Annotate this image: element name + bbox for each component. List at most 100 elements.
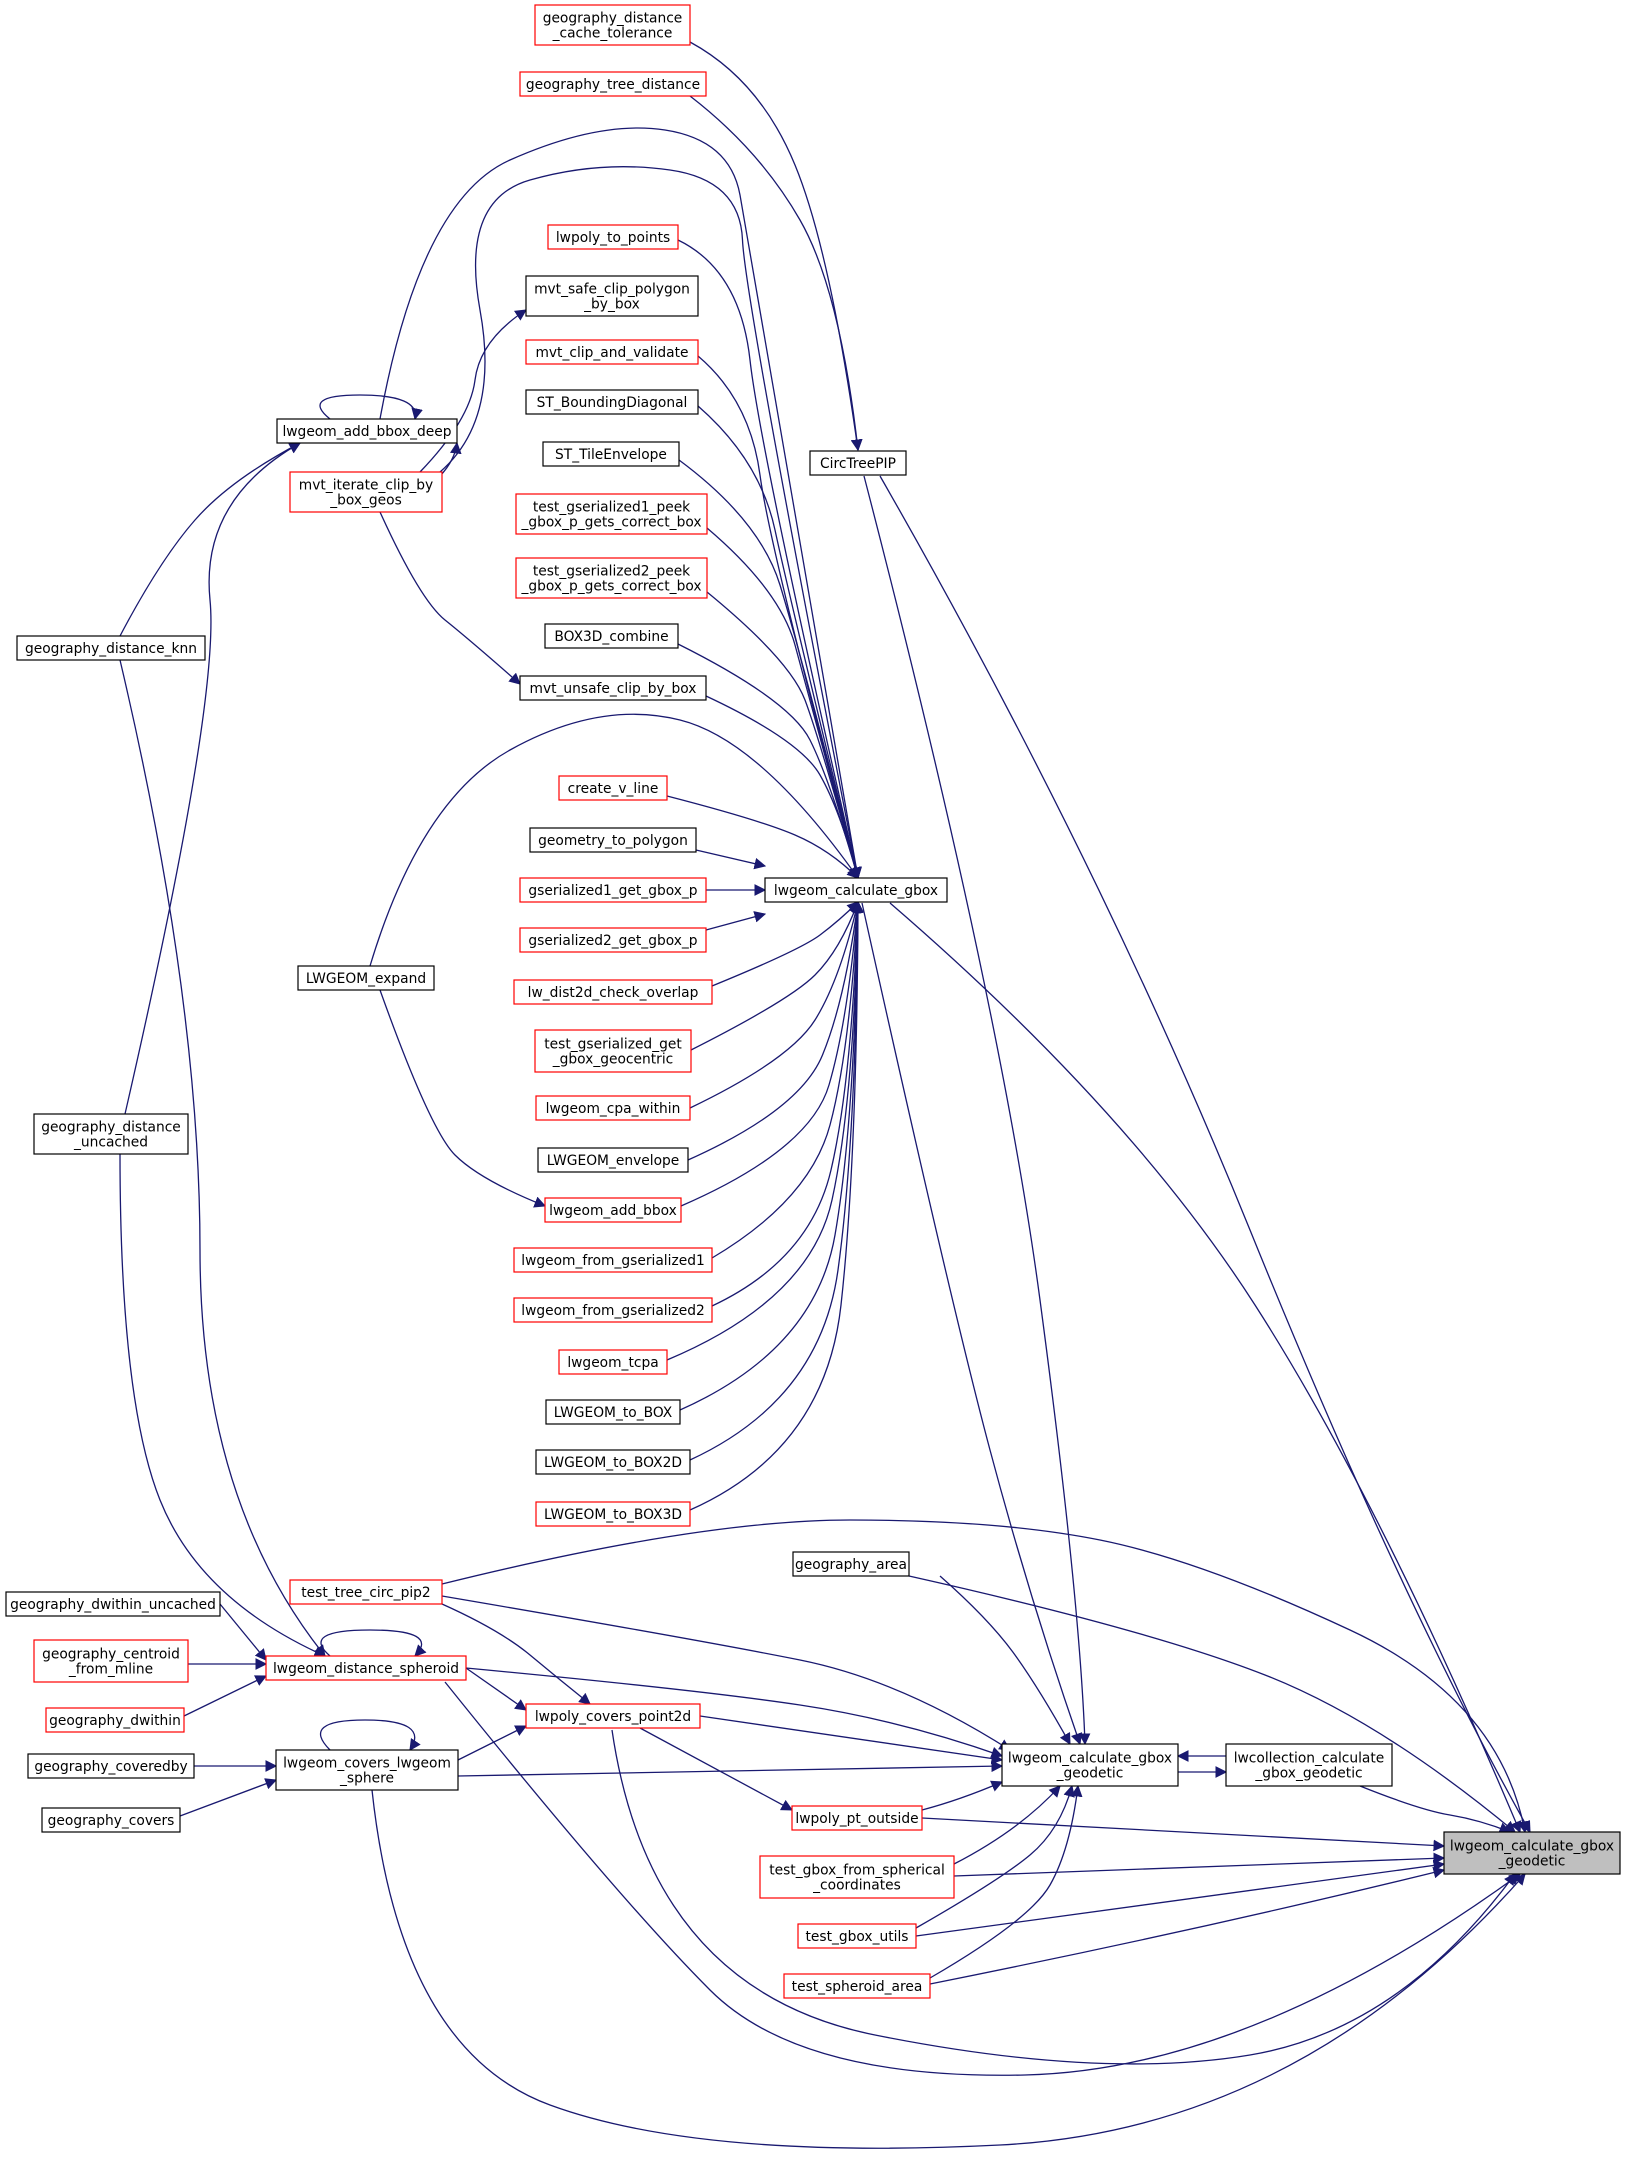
- edge-CircTreePIP-to-root: [879, 475, 1531, 1834]
- edge-lwpoly_pt_outside-to-root: [921, 1817, 1446, 1852]
- edge-lwgeom_covers_lwgeom_sphere-to-lwgeom_calculate_gbox_geodetic: [457, 1760, 1004, 1777]
- node-geometry_to_polygon[interactable]: geometry_to_polygon: [529, 827, 697, 853]
- node-label: lwpoly_pt_outside: [795, 1811, 918, 1827]
- node-box: [513, 1297, 713, 1323]
- node-lwgeom_from_gserialized2[interactable]: lwgeom_from_gserialized2: [513, 1297, 713, 1323]
- node-test_gserialized_get_gbox_geocentric[interactable]: test_gserialized_get_gbox_geocentric: [534, 1029, 692, 1073]
- node-root[interactable]: lwgeom_calculate_gbox_geodetic: [1443, 1831, 1621, 1875]
- edge-lwpoly_pt_outside-to-lwgeom_calculate_gbox_geodetic: [921, 1780, 1004, 1811]
- node-box: [33, 1639, 189, 1683]
- node-box: [525, 389, 699, 415]
- node-LWGEOM_to_BOX2D[interactable]: LWGEOM_to_BOX2D: [535, 1449, 691, 1475]
- node-label: LWGEOM_to_BOX: [554, 1405, 673, 1421]
- node-LWGEOM_envelope[interactable]: LWGEOM_envelope: [537, 1147, 689, 1173]
- node-lwgeom_distance_spheroid[interactable]: lwgeom_distance_spheroid: [265, 1655, 467, 1681]
- node-BOX3D_combine[interactable]: BOX3D_combine: [544, 623, 679, 649]
- node-box: [275, 1749, 459, 1791]
- edge-lwgeom_covers_lwgeom_sphere-to-root: [371, 1789, 1526, 2149]
- node-geography_covers[interactable]: geography_covers: [41, 1807, 181, 1833]
- node-geography_distance_cache_tolerance[interactable]: geography_distance_cache_tolerance: [534, 4, 691, 46]
- edge-lwgeom_tcpa-to-lwgeom_calculate_gbox: [666, 900, 864, 1361]
- node-box: [547, 224, 679, 250]
- node-box: [33, 1113, 189, 1155]
- node-label: _sphere: [339, 1771, 394, 1787]
- edge-mvt_iterate_clip_by_box_geos-to-lwgeom_calculate_gbox: [439, 166, 862, 880]
- node-geography_coveredby[interactable]: geography_coveredby: [27, 1753, 195, 1779]
- edge-lwgeom_from_gserialized2-to-lwgeom_calculate_gbox: [711, 900, 864, 1307]
- node-lwgeom_calculate_gbox[interactable]: lwgeom_calculate_gbox: [764, 877, 948, 903]
- node-lwpoly_covers_point2d[interactable]: lwpoly_covers_point2d: [525, 1703, 701, 1729]
- node-label: lwgeom_calculate_gbox: [774, 883, 938, 899]
- node-ST_BoundingDiagonal[interactable]: ST_BoundingDiagonal: [525, 389, 699, 415]
- node-box: [16, 635, 206, 661]
- node-box: [1443, 1831, 1621, 1875]
- node-box: [783, 1973, 931, 1999]
- node-lwgeom_add_bbox_deep[interactable]: lwgeom_add_bbox_deep: [276, 418, 458, 444]
- node-mvt_clip_and_validate[interactable]: mvt_clip_and_validate: [525, 339, 699, 365]
- node-test_gbox_utils[interactable]: test_gbox_utils: [797, 1923, 917, 1949]
- node-test_spheroid_area[interactable]: test_spheroid_area: [783, 1973, 931, 1999]
- edge-lwgeom_cpa_within-to-lwgeom_calculate_gbox: [689, 900, 862, 1109]
- edge-geography_area-to-root: [908, 1575, 1516, 1833]
- node-geography_distance_uncached[interactable]: geography_distance_uncached: [33, 1113, 189, 1155]
- node-label: _by_box: [583, 297, 640, 313]
- edge-ST_TileEnvelope-to-lwgeom_calculate_gbox: [678, 459, 862, 880]
- node-CircTreePIP[interactable]: CircTreePIP: [809, 450, 907, 476]
- node-mvt_safe_clip_polygon_by_box[interactable]: mvt_safe_clip_polygon_by_box: [525, 275, 699, 317]
- node-label: geography_distance: [41, 1120, 181, 1136]
- node-geography_distance_knn[interactable]: geography_distance_knn: [16, 635, 206, 661]
- edge-test_spheroid_area-to-lwgeom_calculate_gbox_geodetic: [929, 1784, 1083, 1979]
- node-lwgeom_from_gserialized1[interactable]: lwgeom_from_gserialized1: [513, 1247, 713, 1273]
- node-mvt_iterate_clip_by_box_geos[interactable]: mvt_iterate_clip_by_box_geos: [289, 471, 443, 513]
- node-mvt_unsafe_clip_by_box[interactable]: mvt_unsafe_clip_by_box: [519, 675, 707, 701]
- node-lwcollection_calculate_gbox_geodetic[interactable]: lwcollection_calculate_gbox_geodetic: [1225, 1743, 1393, 1787]
- node-label: BOX3D_combine: [554, 629, 668, 645]
- node-box: [297, 965, 435, 991]
- node-label: lwpoly_to_points: [556, 230, 670, 246]
- node-geography_dwithin_uncached[interactable]: geography_dwithin_uncached: [5, 1591, 221, 1617]
- node-test_gserialized1_peek[interactable]: test_gserialized1_peek_gbox_p_gets_corre…: [515, 493, 708, 535]
- node-LWGEOM_to_BOX[interactable]: LWGEOM_to_BOX: [545, 1399, 681, 1425]
- node-label: _gbox_p_gets_correct_box: [520, 515, 701, 531]
- node-create_v_line[interactable]: create_v_line: [558, 775, 668, 801]
- edge-lwgeom_from_gserialized1-to-lwgeom_calculate_gbox: [711, 900, 864, 1259]
- node-lwpoly_to_points[interactable]: lwpoly_to_points: [547, 224, 679, 250]
- node-box: [525, 1703, 701, 1729]
- node-label: _cache_tolerance: [552, 26, 673, 42]
- node-LWGEOM_to_BOX3D[interactable]: LWGEOM_to_BOX3D: [535, 1501, 691, 1527]
- edge-lwgeom_add_bbox-to-lwgeom_calculate_gbox: [680, 900, 863, 1207]
- node-test_tree_circ_pip2[interactable]: test_tree_circ_pip2: [289, 1579, 443, 1605]
- node-box: [764, 877, 948, 903]
- node-geography_area[interactable]: geography_area: [792, 1551, 910, 1577]
- node-label: test_gbox_utils: [806, 1929, 909, 1945]
- node-lwpoly_pt_outside[interactable]: lwpoly_pt_outside: [791, 1805, 923, 1831]
- node-box: [519, 71, 707, 97]
- node-geography_centroid_from_mline[interactable]: geography_centroid_from_mline: [33, 1639, 189, 1683]
- node-lwgeom_tcpa[interactable]: lwgeom_tcpa: [558, 1349, 668, 1375]
- edge-geography_dwithin_uncached-to-lwgeom_distance_spheroid: [219, 1603, 267, 1661]
- node-gserialized2_get_gbox_p[interactable]: gserialized2_get_gbox_p: [519, 927, 707, 953]
- node-LWGEOM_expand[interactable]: LWGEOM_expand: [297, 965, 435, 991]
- node-test_gserialized2_peek[interactable]: test_gserialized2_peek_gbox_p_gets_corre…: [515, 557, 708, 599]
- node-lwgeom_add_bbox[interactable]: lwgeom_add_bbox: [544, 1197, 682, 1223]
- node-box: [542, 441, 680, 467]
- node-lw_dist2d_check_overlap[interactable]: lw_dist2d_check_overlap: [513, 979, 713, 1005]
- node-label: _geodetic: [1056, 1766, 1124, 1782]
- node-lwgeom_covers_lwgeom_sphere[interactable]: lwgeom_covers_lwgeom_sphere: [275, 1749, 459, 1791]
- node-label: LWGEOM_expand: [306, 971, 426, 987]
- node-ST_TileEnvelope[interactable]: ST_TileEnvelope: [542, 441, 680, 467]
- node-gserialized1_get_gbox_p[interactable]: gserialized1_get_gbox_p: [519, 877, 707, 903]
- node-label: geography_dwithin: [49, 1713, 181, 1729]
- edge-lwgeom_covers_lwgeom_sphere-to-lwgeom_covers_lwgeom_sphere: [319, 1719, 421, 1751]
- node-geography_dwithin[interactable]: geography_dwithin: [45, 1707, 185, 1733]
- node-label: _gbox_geocentric: [552, 1052, 674, 1068]
- node-lwgeom_cpa_within[interactable]: lwgeom_cpa_within: [535, 1095, 691, 1121]
- node-label: geography_area: [795, 1557, 907, 1573]
- node-lwgeom_calculate_gbox_geodetic[interactable]: lwgeom_calculate_gbox_geodetic: [1001, 1743, 1179, 1787]
- node-test_gbox_from_spherical_coordinates[interactable]: test_gbox_from_spherical_coordinates: [759, 1855, 955, 1899]
- node-geography_tree_distance[interactable]: geography_tree_distance: [519, 71, 707, 97]
- node-label: lwcollection_calculate: [1234, 1751, 1385, 1767]
- edge-test_gserialized1_peek-to-lwgeom_calculate_gbox: [706, 527, 861, 880]
- edge-geography_distance_knn-to-lwgeom_distance_spheroid: [119, 659, 326, 1657]
